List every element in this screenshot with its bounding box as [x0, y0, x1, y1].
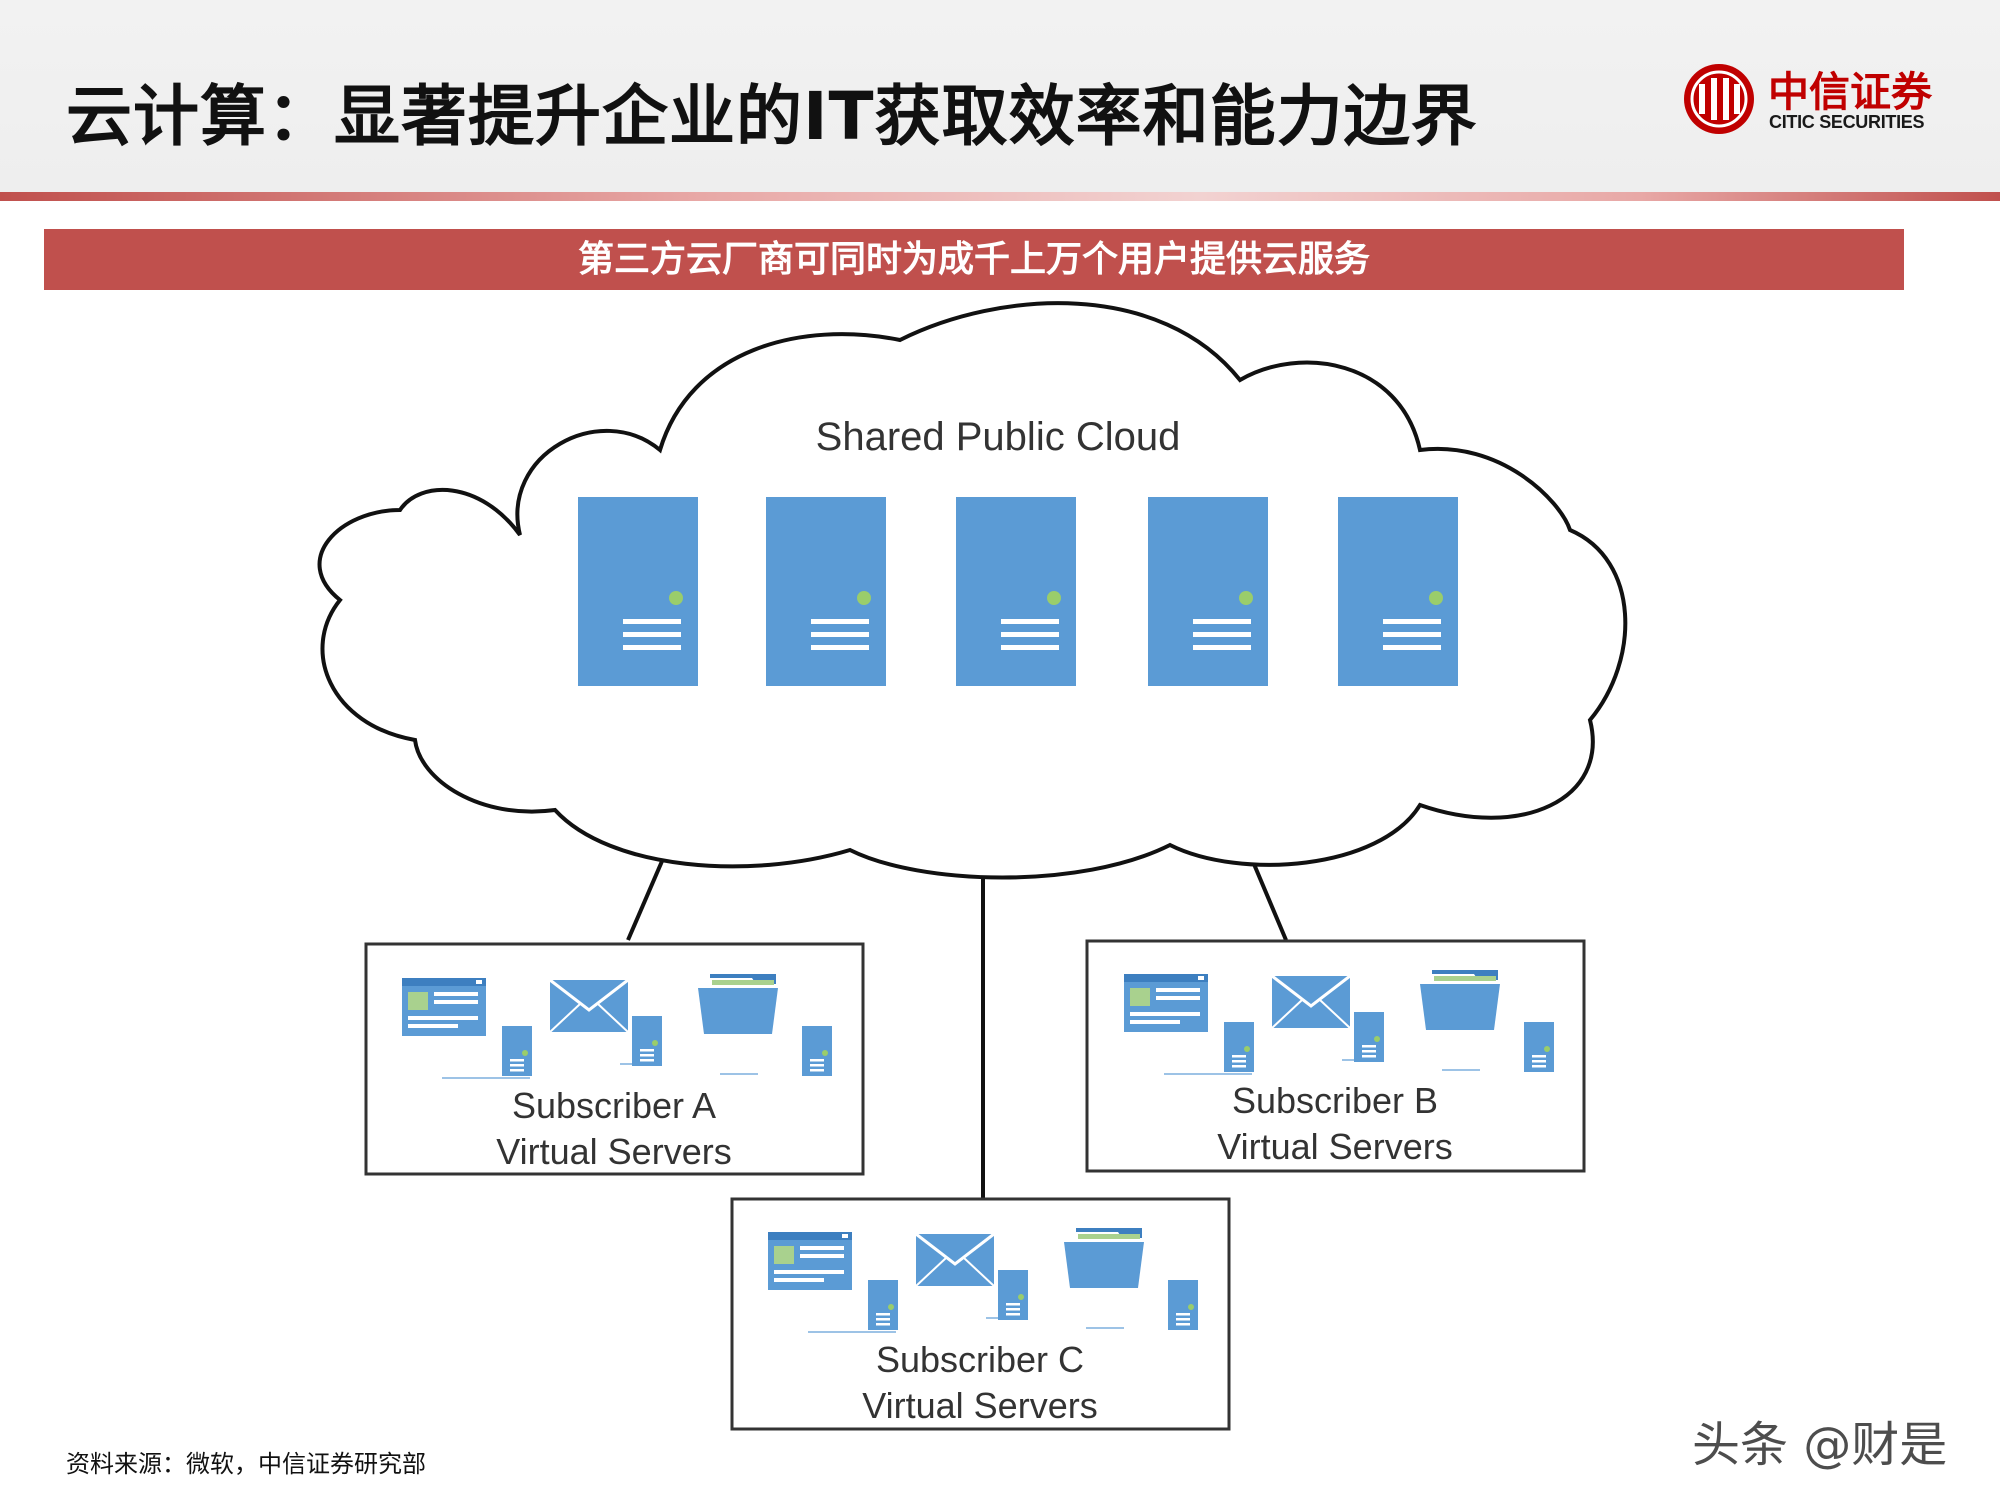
cloud-server-3 — [956, 497, 1076, 686]
banner-text: 第三方云厂商可同时为成千上万个用户提供云服务 — [577, 239, 1370, 280]
subscriber-b-title: Subscriber B — [1232, 1080, 1438, 1121]
page-title: 云计算：显著提升企业的IT获取效率和能力边界 — [66, 78, 1478, 155]
cloud-server-2 — [766, 497, 886, 686]
header-divider — [0, 192, 2000, 201]
subscriber-a-title: Subscriber A — [512, 1085, 716, 1126]
subscriber-b-box: Subscriber B Virtual Servers — [1085, 939, 1586, 1173]
subscriber-a-subtitle: Virtual Servers — [496, 1131, 731, 1172]
logo-name-en: CITIC SECURITIES — [1769, 112, 1925, 132]
source-note: 资料来源：微软，中信证券研究部 — [66, 1450, 426, 1478]
company-logo: 中信证券 CITIC SECURITIES — [1682, 62, 1952, 140]
logo-name-cn: 中信证券 — [1768, 68, 1932, 116]
cloud-server-4 — [1148, 497, 1268, 686]
cloud-label: Shared Public Cloud — [816, 415, 1181, 459]
cloud-server-5 — [1338, 497, 1458, 686]
subscriber-c-subtitle: Virtual Servers — [862, 1385, 1097, 1426]
cloud-server-1 — [578, 497, 698, 686]
subscriber-a-box: Subscriber A Virtual Servers — [364, 942, 865, 1176]
watermark: 头条 @财是 — [1692, 1417, 1948, 1473]
header-band — [0, 0, 2000, 195]
citic-logo-icon — [1684, 64, 1754, 134]
subscriber-c-title: Subscriber C — [876, 1339, 1084, 1380]
section-banner: 第三方云厂商可同时为成千上万个用户提供云服务 — [44, 229, 1904, 290]
subscriber-b-subtitle: Virtual Servers — [1217, 1126, 1452, 1167]
subscriber-c-box: Subscriber C Virtual Servers — [730, 1197, 1231, 1431]
